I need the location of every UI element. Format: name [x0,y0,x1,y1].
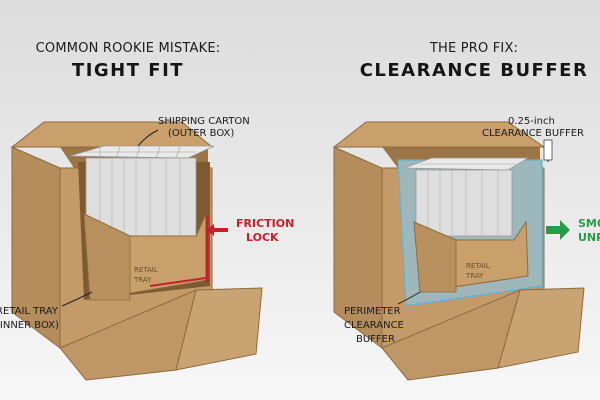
perimeter-label-line2: CLEARANCE [344,320,404,331]
stock-boxes-front-right [416,170,512,236]
tray-print-line1-left: RETAIL [134,266,158,274]
clearance-label-line2: CLEARANCE BUFFER [482,128,584,139]
clearance-label-line1: 0.25-inch [508,116,555,127]
tray-print-line2-left: TRAY [133,276,152,284]
carton-side-wall-right [334,147,382,348]
retail-tray-right: RETAIL TRAY [404,158,528,292]
carton-side-wall [12,147,60,348]
clearance-gauge-icon [544,140,552,160]
right-title-line1: THE PRO FIX: [429,41,518,56]
left-title-line1: COMMON ROOKIE MISTAKE: [36,41,221,56]
perimeter-label-line1: PERIMETER [344,306,401,317]
tray-print-line2-right: TRAY [465,272,484,280]
smooth-label-line2: UNPACKING [578,231,600,244]
retail-tray-left: RETAIL TRAY [70,146,214,300]
right-title-line2: CLEARANCE BUFFER [360,60,589,81]
friction-label-line2: LOCK [246,231,279,244]
perimeter-label-line3: BUFFER [356,334,395,345]
tray-label-line1: RETAIL TRAY [0,306,59,317]
carton-label-line2: (OUTER BOX) [168,128,234,139]
tray-label-line2: (INNER BOX) [0,320,59,331]
left-title-line2: TIGHT FIT [72,60,184,81]
friction-label-line1: FRICTION [236,217,294,230]
smooth-label-line1: SMOOTH [578,217,600,230]
tray-print-line1-right: RETAIL [466,262,490,270]
carton-label-line1: SHIPPING CARTON [158,116,250,127]
